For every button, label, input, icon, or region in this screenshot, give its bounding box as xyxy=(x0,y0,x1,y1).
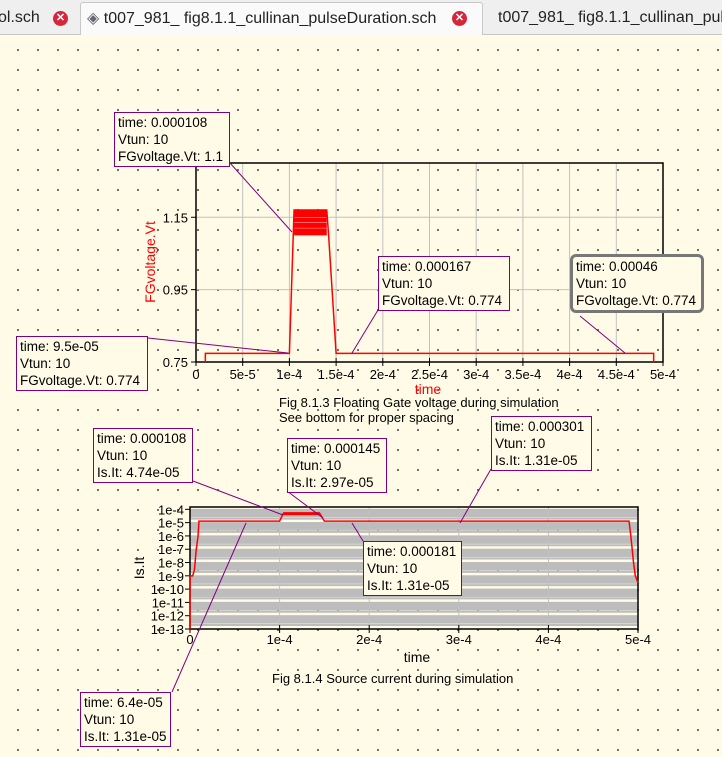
y-tick-label: 0.75 xyxy=(163,355,188,370)
x-tick-label: 4e-4 xyxy=(557,367,583,382)
marker-line: Vtun: 10 xyxy=(576,276,627,291)
marker-line: FGvoltage.Vt: 0.774 xyxy=(382,293,503,308)
x-tick-label: 1e-4 xyxy=(267,632,293,647)
marker-leader-line xyxy=(579,315,626,354)
marker-line: FGvoltage.Vt: 0.774 xyxy=(576,293,697,308)
marker-line: FGvoltage.Vt: 0.774 xyxy=(20,373,141,388)
close-icon[interactable]: ✕ xyxy=(53,11,68,26)
marker-line: Is.It: 1.31e-05 xyxy=(367,578,450,593)
fig1-subtitle: See bottom for proper spacing xyxy=(279,410,454,425)
plot-frame xyxy=(189,506,639,630)
x-axis-label: time xyxy=(415,381,442,397)
marker-leader-line xyxy=(459,468,492,524)
close-icon[interactable]: ✕ xyxy=(452,11,467,26)
x-tick-label: 1.5e-4 xyxy=(318,367,355,382)
marker-leader-line xyxy=(171,522,247,693)
marker-line: time: 0.00046 xyxy=(576,259,658,274)
marker-line: time: 0.000145 xyxy=(291,441,381,456)
marker-line: time: 0.000167 xyxy=(382,259,472,274)
y-axis-label: FGvoltage.Vt xyxy=(142,221,158,303)
y-tick-label: 1e-11 xyxy=(152,595,184,610)
y-tick-label: 1e-4 xyxy=(158,502,184,517)
marker-line: time: 0.000181 xyxy=(367,544,457,559)
marker-line: time: 0.000108 xyxy=(97,431,187,446)
y-tick-label: 1e-6 xyxy=(158,529,184,544)
x-tick-label: 1e-4 xyxy=(276,367,302,382)
marker-line: Vtun: 10 xyxy=(118,132,169,147)
series-line-is xyxy=(189,512,639,629)
x-tick-label: 2e-4 xyxy=(356,632,382,647)
marker-line: Is.It: 1.31e-05 xyxy=(84,729,167,744)
x-tick-label: 5e-5 xyxy=(230,367,256,382)
marker-line: time: 9.5e-05 xyxy=(20,339,99,354)
marker-line: time: 0.000108 xyxy=(118,115,208,130)
marker-leader-line xyxy=(351,309,379,354)
y-tick-label: 1e-12 xyxy=(151,609,184,624)
marker-line: Vtun: 10 xyxy=(84,712,135,727)
y-tick-label: 1.15 xyxy=(163,210,188,225)
marker-line: Vtun: 10 xyxy=(20,356,71,371)
x-axis-label: time xyxy=(404,649,431,665)
marker-line: Is.It: 2.97e-05 xyxy=(291,475,374,490)
x-tick-label: 0 xyxy=(186,632,193,647)
fig2-title: Fig 8.1.4 Source current during simulati… xyxy=(272,671,514,686)
marker-line: Vtun: 10 xyxy=(291,458,342,473)
y-tick-label: 1e-9 xyxy=(158,569,184,584)
marker-leader-line xyxy=(351,522,364,542)
schematic-icon: ◈ xyxy=(87,10,100,27)
marker-line: Is.It: 4.74e-05 xyxy=(97,465,180,480)
x-tick-label: 0 xyxy=(192,367,199,382)
marker-line: Vtun: 10 xyxy=(97,448,148,463)
x-tick-label: 4.5e-4 xyxy=(598,367,635,382)
marker-line: Vtun: 10 xyxy=(367,561,418,576)
tab-bar: ol.sch ✕ ◈ t007_981_ fig8.1.1_cullinan_p… xyxy=(0,0,722,36)
series-line-fgvoltage xyxy=(204,209,655,362)
x-tick-label: 5e-4 xyxy=(650,367,676,382)
marker-line: time: 6.4e-05 xyxy=(84,695,163,710)
marker-line: time: 0.000301 xyxy=(495,419,585,434)
y-tick-label: 1e-13 xyxy=(151,622,184,637)
y-axis-label: Is.It xyxy=(131,557,147,580)
y-tick-label: 1e-5 xyxy=(158,516,184,531)
x-tick-label: 5e-4 xyxy=(625,632,651,647)
marker-line: Is.It: 1.31e-05 xyxy=(495,453,578,468)
tab-pulse-duration[interactable]: ◈ t007_981_ fig8.1.1_cullinan_pulseDurat… xyxy=(80,2,483,36)
x-tick-label: 2.5e-4 xyxy=(411,367,448,382)
marker-line: FGvoltage.Vt: 1.1 xyxy=(118,149,224,164)
tab-ol-sch[interactable]: ol.sch xyxy=(0,9,40,26)
marker-leader-line xyxy=(192,480,284,516)
x-tick-label: 4e-4 xyxy=(535,632,561,647)
fig1-title: Fig 8.1.3 Floating Gate voltage during s… xyxy=(279,395,559,410)
y-tick-label: 1e-10 xyxy=(151,582,184,597)
marker-line: Vtun: 10 xyxy=(495,436,546,451)
y-tick-label: 0.95 xyxy=(163,283,188,298)
x-tick-label: 2e-4 xyxy=(370,367,396,382)
marker-leader-line xyxy=(286,490,324,519)
marker-leader-line xyxy=(147,337,289,354)
y-tick-label: 1e-7 xyxy=(158,542,184,557)
x-tick-label: 3e-4 xyxy=(463,367,489,382)
tab-pulse-duration-2[interactable]: t007_981_ fig8.1.1_cullinan_pulseDura xyxy=(498,9,722,26)
marker-leader-line xyxy=(229,162,293,233)
marker-line: Vtun: 10 xyxy=(382,276,433,291)
y-tick-label: 1e-8 xyxy=(158,556,184,571)
x-tick-label: 3.5e-4 xyxy=(504,367,541,382)
x-tick-label: 3e-4 xyxy=(446,632,472,647)
